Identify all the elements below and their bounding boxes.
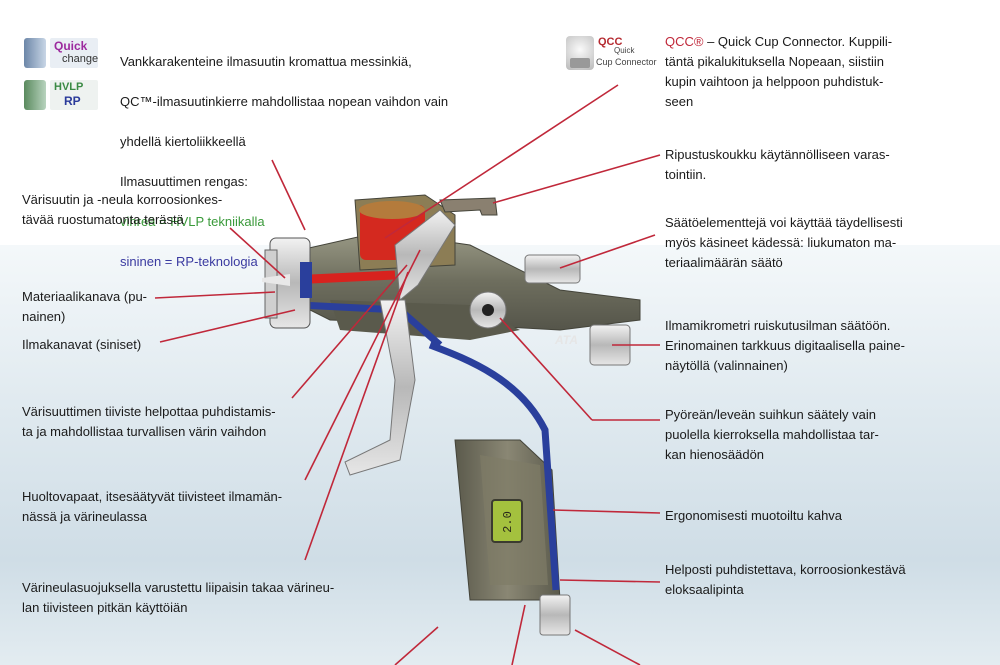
material-knob [525,255,580,283]
air-inlet [540,595,570,635]
display-value: 2.0 [501,511,515,533]
gun-brand: ATA [554,333,578,347]
